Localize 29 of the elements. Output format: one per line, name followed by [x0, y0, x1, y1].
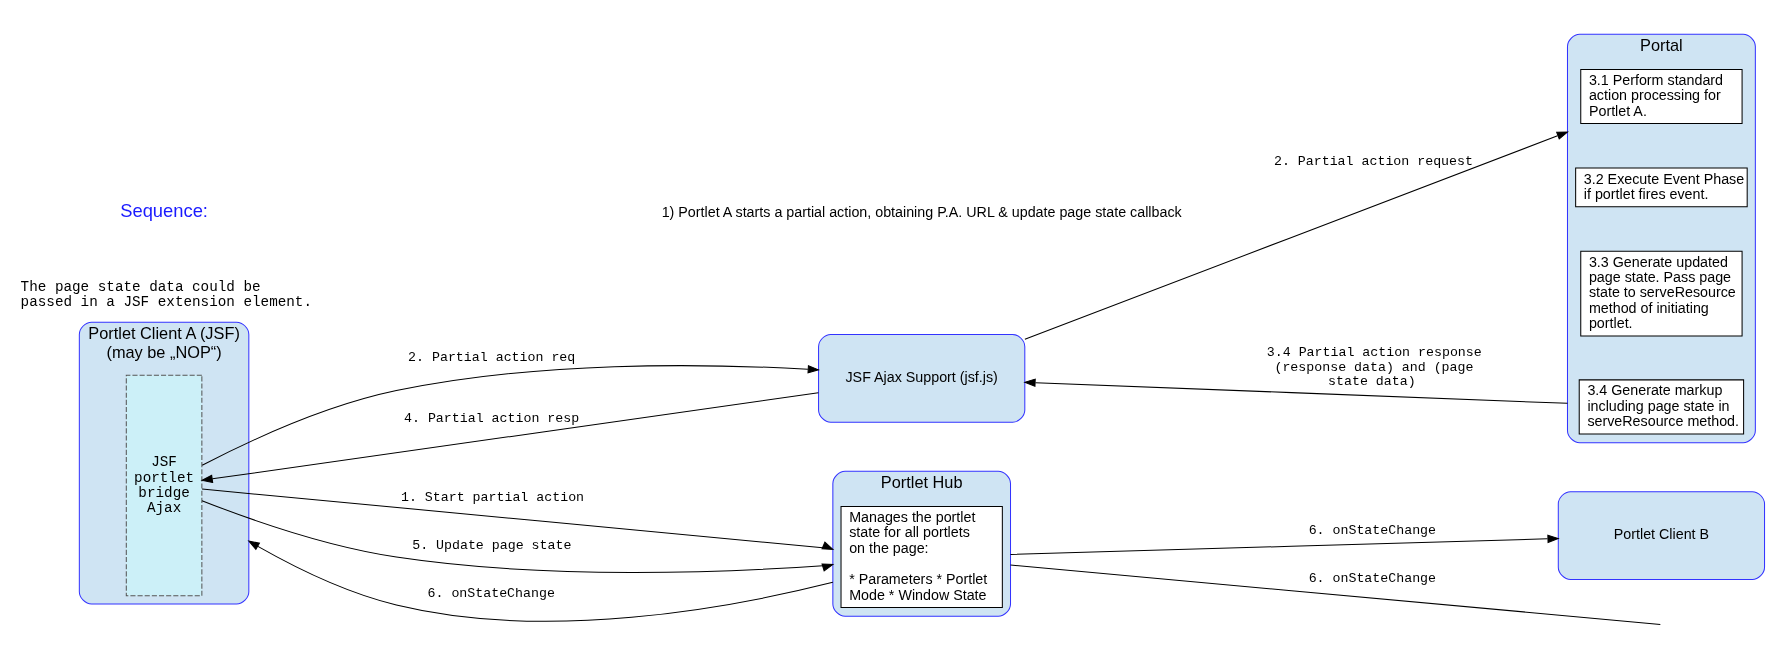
arrow [201, 500, 835, 573]
node-box: Portlet Client B [1557, 491, 1766, 580]
node-box: Manages the portlet state for all portlets on the page: * Parameters * Portlet Mode * Window State [840, 505, 1003, 609]
edge-label: 2. Partial action request [1273, 154, 1473, 170]
arrow [247, 540, 834, 622]
arrow [201, 488, 835, 551]
edge-label: 2. Partial action req [408, 350, 576, 366]
edge-label: 3.4 Partial action response (response data) and (page state data) [1266, 345, 1482, 389]
edge-label: 5. Update page state [412, 538, 572, 554]
label: 1) Portlet A starts a partial action, obtaining P.A. URL & update page state callback [661, 203, 1182, 220]
node-box: 3.4 Generate markup including page state in serveResource method. [1578, 379, 1745, 435]
arrow [200, 392, 819, 484]
connector [1010, 564, 1661, 625]
arrow [1023, 378, 1568, 404]
arrow [201, 364, 820, 466]
node-box: JSF portlet bridge Ajax [125, 374, 203, 597]
arrow [1024, 131, 1569, 340]
edge-label: 4. Partial action resp [404, 410, 580, 426]
edge-label: 6. onStateChange [1308, 570, 1437, 586]
arrow [1010, 534, 1560, 555]
edge-label: 6. onStateChange [427, 586, 555, 602]
label: The page state data could be passed in a JSF extension element. [20, 278, 313, 311]
node-box: 3.1 Perform standard action processing for Portlet A. [1580, 68, 1743, 125]
label: Sequence: [120, 200, 208, 222]
node-box: 3.3 Generate updated page state. Pass page state to serveResource method of initiating portlet. [1580, 250, 1743, 337]
node-box: JSF Ajax Support (jsf.js) [818, 333, 1026, 423]
edge-label: 1. Start partial action [400, 490, 585, 506]
edge-label: 6. onStateChange [1308, 522, 1437, 538]
node-box: 3.2 Execute Event Phase if portlet fires event. [1575, 167, 1748, 208]
